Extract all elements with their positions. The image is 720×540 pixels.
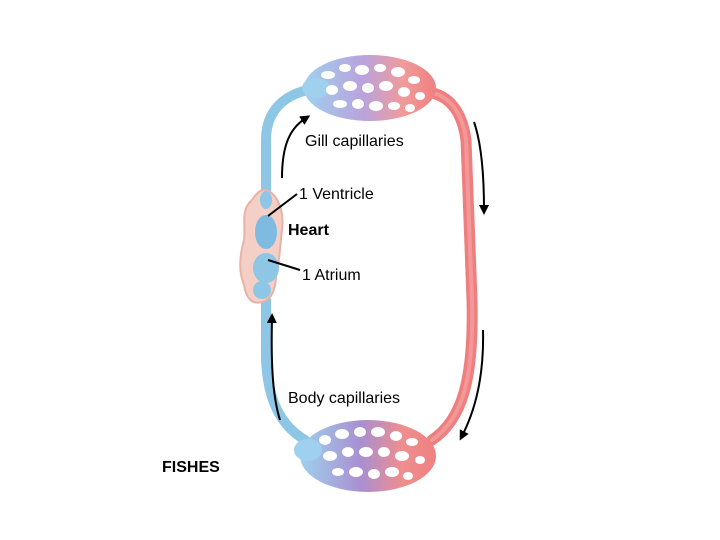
heart-organ: [239, 188, 284, 304]
flow-arrow-down-lower: [459, 329, 485, 441]
gill-capillaries-label: Gill capillaries: [305, 133, 404, 150]
body-capillaries-label: Body capillaries: [288, 390, 401, 407]
deoxygenated-vessel: [261, 295, 310, 445]
atrium-pointer-line: [267, 259, 301, 271]
flow-arrow-to-gills: [281, 115, 311, 179]
gill-artery: [261, 85, 313, 200]
heart-label: Heart: [288, 222, 329, 239]
atrium-label: 1 Atrium: [302, 267, 361, 284]
ventricle-label: 1 Ventricle: [299, 186, 374, 203]
flow-arrow-up-to-heart: [266, 313, 281, 421]
ventricle-pointer-line: [267, 193, 298, 217]
group-label: FISHES: [162, 459, 220, 476]
flow-arrow-down-upper: [473, 121, 489, 215]
body-capillary-bed: [294, 420, 436, 492]
gill-capillary-bed: [302, 55, 436, 121]
